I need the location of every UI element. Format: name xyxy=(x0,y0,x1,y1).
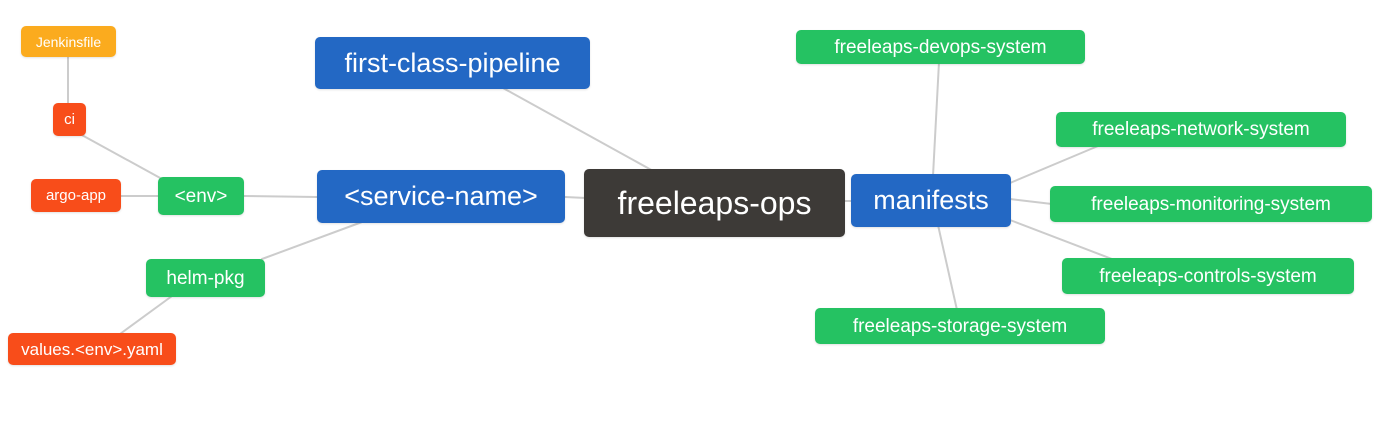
node-freeleaps-devops-system[interactable]: freeleaps-devops-system xyxy=(796,30,1085,64)
node-freeleaps-storage-system[interactable]: freeleaps-storage-system xyxy=(815,308,1105,344)
node-ci-label: ci xyxy=(64,111,75,128)
node-freeleaps-ops-label: freeleaps-ops xyxy=(617,185,812,221)
node-argo-app-label: argo-app xyxy=(45,187,107,204)
node-values-env-yaml-label: values.<env>.yaml xyxy=(21,339,163,359)
node-freeleaps-controls-system-label: freeleaps-controls-system xyxy=(1099,265,1317,287)
edge-ci-env xyxy=(79,133,163,180)
node-freeleaps-storage-system-label: freeleaps-storage-system xyxy=(852,315,1068,337)
node-helm-pkg[interactable]: helm-pkg xyxy=(146,259,265,297)
edge-manifests-controls xyxy=(1009,219,1126,265)
node-freeleaps-network-system-label: freeleaps-network-system xyxy=(1092,119,1310,140)
edge-helm-pkg-service-name xyxy=(261,221,363,260)
node-freeleaps-controls-system[interactable]: freeleaps-controls-system xyxy=(1062,258,1354,294)
node-freeleaps-ops-root[interactable]: freeleaps-ops xyxy=(584,169,845,237)
edge-manifests-monitoring xyxy=(1009,198,1053,205)
edge-manifests-network xyxy=(1009,145,1099,184)
edge-service-name-freeleaps-ops xyxy=(564,196,587,199)
node-values-env-yaml[interactable]: values.<env>.yaml xyxy=(8,333,176,365)
node-env[interactable]: <env> xyxy=(158,177,244,215)
edge-pipeline-freeleaps-ops xyxy=(502,87,656,173)
node-manifests[interactable]: manifests xyxy=(851,174,1011,227)
node-env-label: <env> xyxy=(174,185,228,207)
node-freeleaps-monitoring-system-label: freeleaps-monitoring-system xyxy=(1091,193,1331,215)
node-jenkinsfile[interactable]: Jenkinsfile xyxy=(21,26,116,57)
node-manifests-label: manifests xyxy=(873,185,989,215)
node-service-name[interactable]: <service-name> xyxy=(317,170,565,223)
node-jenkinsfile-label: Jenkinsfile xyxy=(35,33,102,50)
edge-env-service-name xyxy=(243,195,318,198)
node-ci[interactable]: ci xyxy=(53,103,86,136)
edge-manifests-storage xyxy=(937,224,958,311)
node-service-name-label: <service-name> xyxy=(344,181,538,211)
node-helm-pkg-label: helm-pkg xyxy=(166,267,245,289)
node-freeleaps-devops-system-label: freeleaps-devops-system xyxy=(834,36,1047,58)
edge-values-helm-pkg xyxy=(119,295,173,335)
node-argo-app[interactable]: argo-app xyxy=(31,179,121,212)
node-freeleaps-network-system[interactable]: freeleaps-network-system xyxy=(1056,112,1346,147)
node-freeleaps-monitoring-system[interactable]: freeleaps-monitoring-system xyxy=(1050,186,1372,222)
edge-manifests-devops xyxy=(932,61,940,177)
node-first-class-pipeline-label: first-class-pipeline xyxy=(344,47,561,78)
node-first-class-pipeline[interactable]: first-class-pipeline xyxy=(315,37,590,89)
